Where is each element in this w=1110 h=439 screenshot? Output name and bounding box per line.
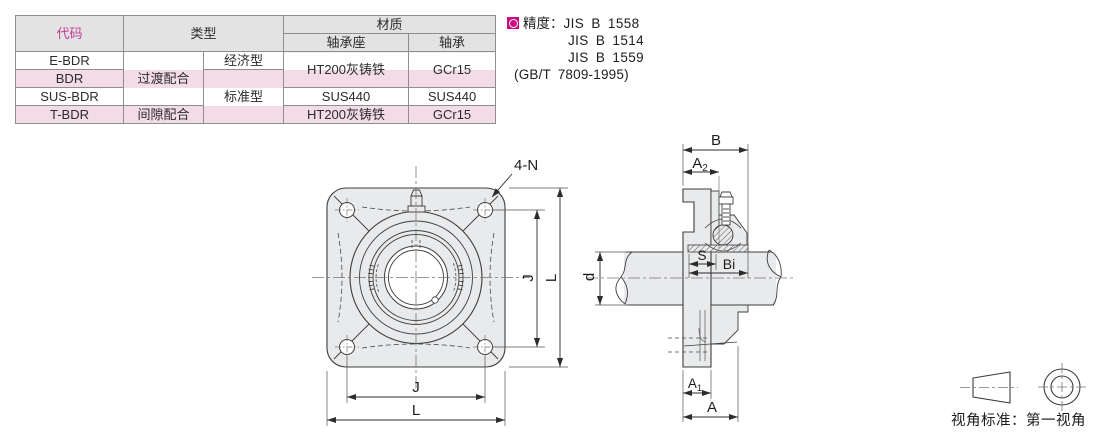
projection-note-label: 视角标准： xyxy=(951,413,1026,429)
collar-knurl xyxy=(368,264,464,291)
cone-side-view-icon xyxy=(972,371,1011,404)
dim-d: d xyxy=(581,273,598,281)
dim-a2: A2 xyxy=(692,155,708,174)
precision-note: 精度： JIS B 1558 JIS B 1514 JIS B 1559 (GB… xyxy=(507,15,644,83)
dim-j-bottom: J xyxy=(412,379,420,396)
housing-taper-edge xyxy=(683,341,738,347)
housing-lower-boss xyxy=(710,304,749,345)
set-screw-hole xyxy=(431,296,439,304)
table-row: BDR 标准型 xyxy=(15,69,496,124)
dim-a: A xyxy=(707,399,717,416)
code-e-bdr: E-BDR xyxy=(15,51,124,70)
dimension-lines xyxy=(327,173,564,424)
table-header-row-1: 代码 类型 材质 xyxy=(15,15,497,52)
shaft-break-lines xyxy=(615,249,782,306)
housing-sus440: SUS440 xyxy=(283,87,410,106)
grade-economy: 经济型 xyxy=(202,51,285,70)
dim-s: S xyxy=(697,248,706,263)
precision-gb-note: (GB/T 7809-1995) xyxy=(514,67,629,82)
table-row: T-BDR 间隙配合 HT200灰铸铁 GCr15 xyxy=(15,105,497,124)
header-material: 材质 xyxy=(283,15,497,34)
precision-label: 精度： xyxy=(523,16,564,31)
dim-bi: Bi xyxy=(723,256,735,272)
header-bearing: 轴承 xyxy=(408,33,497,52)
dim-j-right: J xyxy=(520,274,537,282)
dim-l-right: L xyxy=(543,274,560,282)
code-bdr: BDR xyxy=(15,69,124,88)
precision-standard-2: JIS B 1514 xyxy=(568,33,645,48)
bearing-ball-section xyxy=(712,224,734,246)
front-view-drawing: 4-N J L J L xyxy=(312,157,568,426)
fit-clearance: 间隙配合 xyxy=(123,105,204,124)
header-code: 代码 xyxy=(15,15,124,52)
dim-b: B xyxy=(711,132,721,149)
grease-nipple xyxy=(407,189,426,213)
code-t-bdr: T-BDR xyxy=(15,105,124,124)
spec-table: 代码 类型 材质 轴承座 轴承 E-BDR 过渡配合 经济型 HT200灰铸铁 … xyxy=(15,15,497,124)
bearing-gcr15-2: GCr15 xyxy=(408,105,497,124)
centerlines xyxy=(312,166,530,388)
dim-l-bottom: L xyxy=(412,402,420,419)
side-view-drawing: d B A2 S Bi A1 A xyxy=(581,132,795,422)
dimension-lines xyxy=(596,146,748,421)
hidden-bolt-hole xyxy=(668,310,708,361)
fit-transition: 过渡配合 xyxy=(123,51,204,106)
bearing-gcr15: GCr15 xyxy=(408,51,497,88)
housing-ht200-2: HT200灰铸铁 xyxy=(283,105,410,124)
precision-standard-1: JIS B 1558 xyxy=(563,16,640,31)
projection-note: 视角标准：第一视角 xyxy=(951,409,1109,430)
cone-front-view-icon xyxy=(1038,363,1086,411)
projection-symbol xyxy=(960,363,1086,411)
housing-ht200: HT200灰铸铁 xyxy=(283,51,410,88)
grade-standard: 标准型 xyxy=(202,69,285,124)
set-screw xyxy=(718,191,734,226)
projection-note-value: 第一视角 xyxy=(1026,413,1086,429)
table-row: E-BDR 过渡配合 经济型 HT200灰铸铁 GCr15 xyxy=(15,51,497,106)
bearing-sus440: SUS440 xyxy=(408,87,497,106)
ring-square-bullet-icon xyxy=(507,17,519,29)
header-type: 类型 xyxy=(122,15,285,52)
bolt-holes xyxy=(335,198,497,359)
code-sus-bdr: SUS-BDR xyxy=(15,87,124,106)
header-housing: 轴承座 xyxy=(283,33,410,52)
bolt-count-label: 4-N xyxy=(514,157,538,174)
dim-a1: A1 xyxy=(688,376,702,394)
precision-standard-3: JIS B 1559 xyxy=(568,50,645,65)
table-header-row-2: 轴承座 轴承 xyxy=(16,33,497,52)
